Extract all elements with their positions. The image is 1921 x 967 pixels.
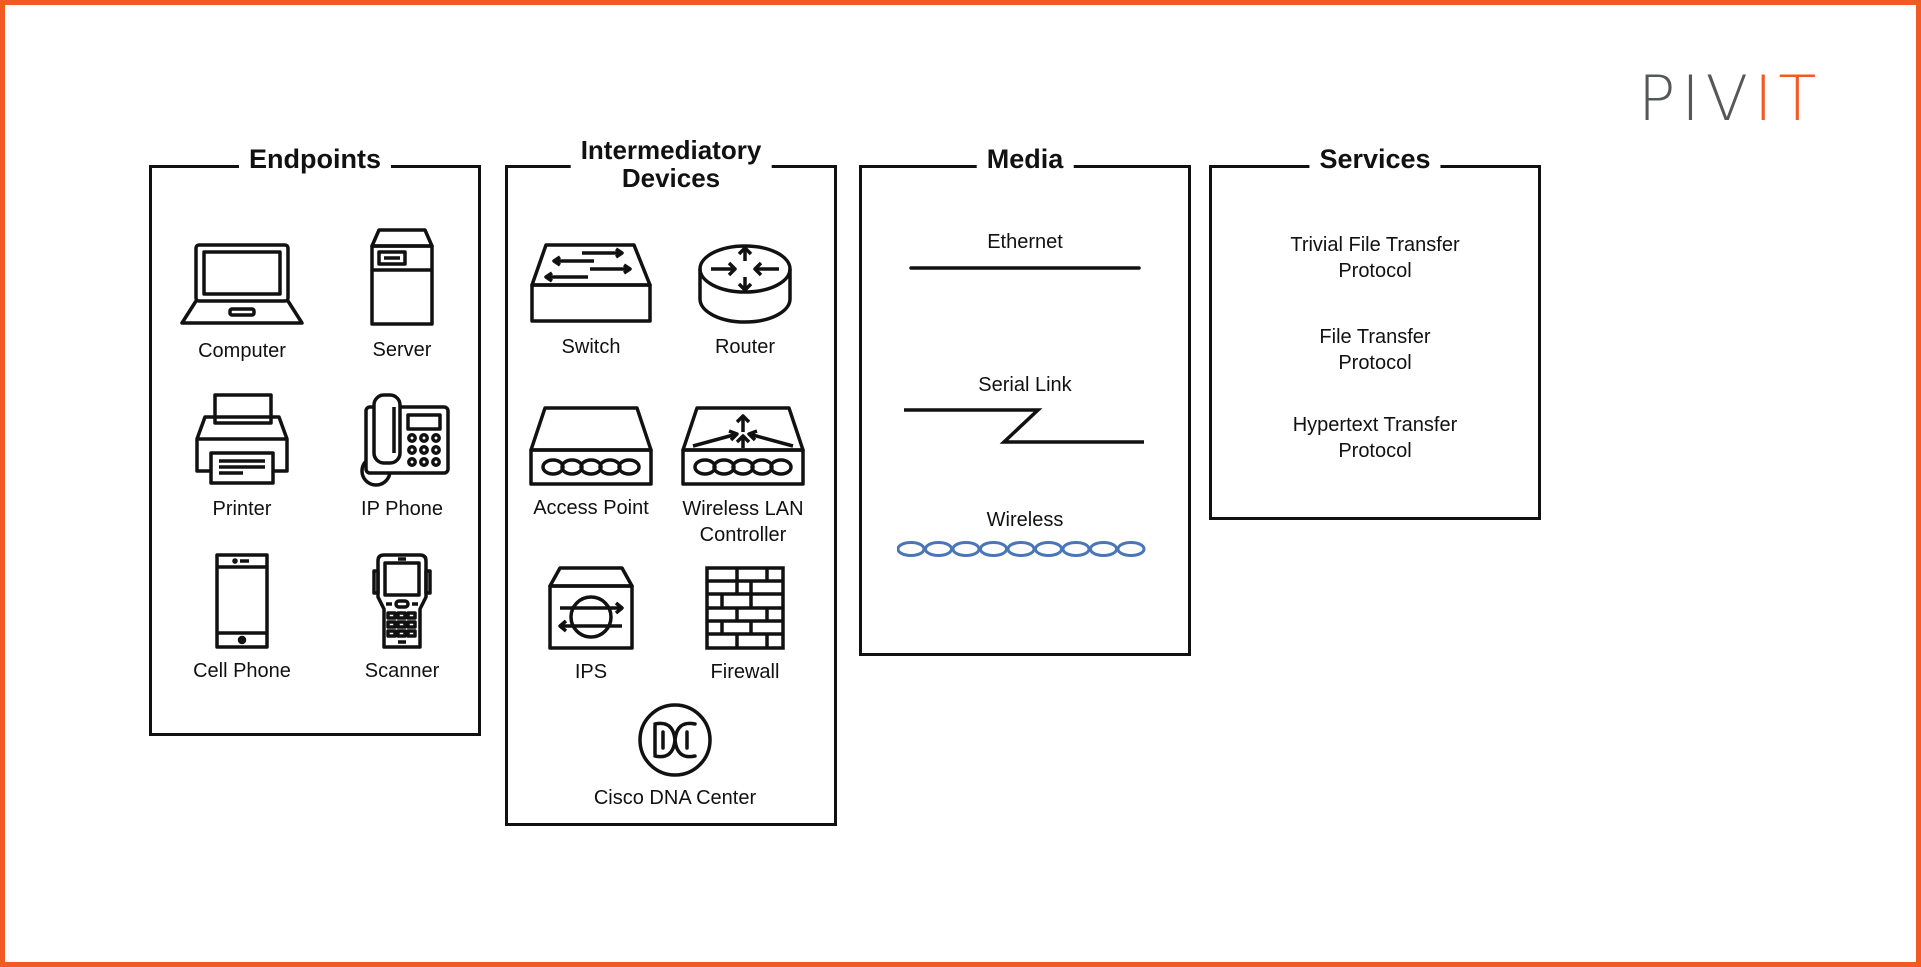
device-label: IPS [574, 661, 608, 683]
endpoint-label: Printer [212, 498, 272, 520]
intermediary-title: Intermediatory Devices [570, 135, 772, 193]
wireless-link-loop [924, 541, 953, 557]
device-label: Firewall [710, 661, 780, 683]
service-line1: Hypertext Transfer [1292, 414, 1458, 436]
media-section: Media Ethernet Serial Link Wireless [859, 144, 1191, 656]
device-wlc: Wireless LAN Controller [663, 406, 823, 548]
service-tftp: Trivial File Transfer Protocol [1212, 232, 1538, 284]
wireless-link-loop [897, 541, 926, 557]
endpoint-printer: Printer [162, 393, 322, 522]
endpoint-cell-phone: Cell Phone [162, 553, 322, 684]
wireless-link-loop [1061, 541, 1091, 557]
logo-text-orange: IT [1754, 62, 1823, 135]
server-icon [370, 228, 434, 326]
service-line1: File Transfer [1319, 326, 1431, 348]
endpoint-server: Server [322, 228, 482, 363]
wireless-link-loop [1089, 541, 1118, 557]
serial-link-icon [904, 408, 1144, 444]
wlc-label-line2: Controller [699, 524, 787, 546]
ip-phone-icon [360, 393, 450, 487]
printer-icon [195, 393, 289, 485]
intermediary-title-line1: Intermediatory [580, 135, 762, 165]
device-label: Cisco DNA Center [593, 787, 757, 809]
device-label: Switch [561, 336, 621, 358]
media-ethernet: Ethernet [862, 230, 1188, 275]
wireless-link-icon [897, 541, 1146, 557]
wireless-link-loop [979, 541, 1008, 557]
endpoint-computer: Computer [162, 243, 322, 364]
ips-icon [548, 566, 634, 650]
switch-icon [530, 243, 652, 323]
logo-text-grey: PIV [1638, 62, 1755, 135]
endpoint-label: Cell Phone [193, 660, 291, 682]
services-title: Services [1309, 144, 1441, 174]
endpoint-label: Computer [198, 340, 286, 362]
device-label: Access Point [533, 497, 649, 519]
pivit-logo: PIVIT [1638, 64, 1838, 144]
endpoint-ip-phone: IP Phone [322, 393, 482, 522]
media-wireless: Wireless [862, 508, 1188, 561]
ethernet-line-icon [909, 266, 1141, 270]
device-router: Router [665, 243, 825, 360]
device-switch: Switch [511, 243, 671, 360]
cell-phone-icon [215, 553, 269, 649]
service-ftp: File Transfer Protocol [1212, 324, 1538, 376]
dna-center-icon [638, 703, 712, 777]
wireless-link-loop [1116, 541, 1146, 557]
media-label: Wireless [986, 509, 1064, 531]
intermediary-section: Intermediatory Devices Switch Router [505, 136, 837, 826]
device-ips: IPS [511, 566, 671, 685]
media-label: Ethernet [987, 231, 1063, 253]
laptop-icon [180, 243, 304, 325]
firewall-icon [705, 566, 785, 650]
wireless-link-loop [1006, 541, 1036, 557]
services-section: Services Trivial File Transfer Protocol … [1209, 144, 1541, 520]
media-label: Serial Link [978, 374, 1072, 396]
endpoints-section: Endpoints Computer Server Pr [149, 144, 482, 736]
device-label: Router [714, 336, 776, 358]
service-line1: Trivial File Transfer [1290, 234, 1460, 256]
wlc-label-line1: Wireless LAN [682, 498, 804, 520]
endpoints-title: Endpoints [239, 144, 391, 174]
wireless-link-loop [951, 541, 981, 557]
endpoint-label: Scanner [364, 660, 440, 682]
service-line2: Protocol [1338, 352, 1412, 374]
router-icon [698, 244, 792, 324]
device-dna-center: Cisco DNA Center [585, 702, 765, 811]
media-serial-link: Serial Link [862, 373, 1188, 448]
wireless-link-loop [1034, 541, 1063, 557]
endpoint-label: IP Phone [361, 498, 443, 520]
endpoint-scanner: Scanner [322, 553, 482, 684]
intermediary-title-line2: Devices [621, 163, 721, 193]
device-firewall: Firewall [665, 566, 825, 685]
device-label: Wireless LAN Controller [663, 496, 823, 548]
endpoint-label: Server [372, 339, 432, 361]
service-line2: Protocol [1338, 260, 1412, 282]
access-point-icon [529, 406, 653, 486]
service-line2: Protocol [1338, 440, 1412, 462]
wlc-icon [681, 406, 805, 486]
service-http: Hypertext Transfer Protocol [1212, 412, 1538, 464]
media-title: Media [976, 144, 1074, 174]
device-access-point: Access Point [511, 406, 671, 521]
scanner-icon [372, 553, 432, 649]
